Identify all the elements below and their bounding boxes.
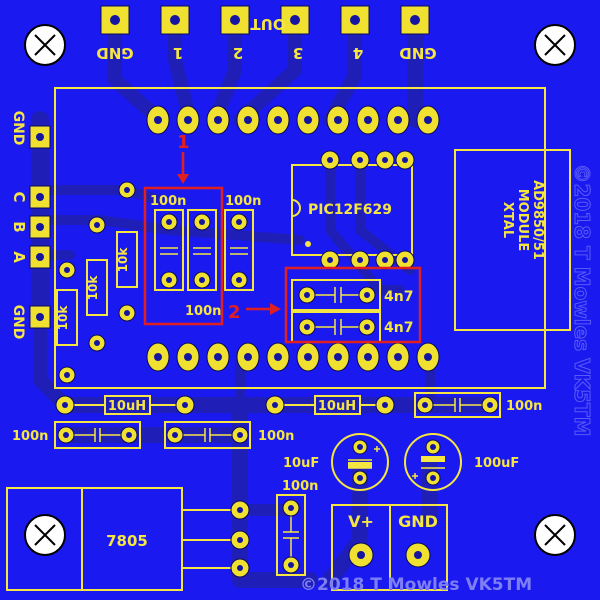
power-label-vplus: V+ [348,512,374,531]
cap-label-row-1: 100n [506,399,542,414]
electrolytic-caps: 10uF 100uF [283,433,519,491]
out-label: OUT [250,15,286,33]
module-label-1: AD9850/51 [530,180,545,260]
copyright-text: ©2018 T Mowles VK5TM [300,575,532,595]
resistors: 10k 10k 10k [56,181,138,384]
top-header [100,5,430,35]
left-label-gnd-top: GND [10,111,26,146]
module-pin-row-bottom [146,342,440,372]
electrolytic-label-1: 10uF [283,456,319,471]
module-label-2: MODULE [515,189,530,252]
header-label-3: 3 [293,44,303,62]
cap-label-bottom: 100n [282,479,318,494]
ic-label: PIC12F629 [308,202,392,218]
left-header: GND C B A GND [10,111,51,340]
bottom-cap: 100n [276,479,318,576]
resistor-label-1: 10k [56,305,70,331]
header-label-gnd-right: GND [399,44,436,62]
module-label-3: XTAL [500,202,515,238]
inductors: 10uH 10uH [55,395,395,415]
top-caps: 100n 100n 100n [150,194,261,319]
cap-label-top-1: 100n [150,194,186,209]
top-header-labels: OUT GND 1 2 3 4 GND [96,15,436,62]
left-label-gnd-bottom: GND [10,305,26,340]
4n7-caps: 4n7 4n7 [291,279,413,343]
inductor-label-1: 10uH [108,399,146,414]
ad9850-module: AD9850/51 MODULE XTAL [454,149,571,331]
resistor-label-3: 10k [116,247,130,273]
cap-label-4n7-2: 4n7 [384,320,413,336]
marker-1-label: 1 [177,132,190,153]
regulator-label: 7805 [106,532,148,550]
cap-label-top-2: 100n [185,304,221,319]
header-label-2: 2 [233,44,243,62]
inductor-label-2: 10uH [318,399,356,414]
regulator-7805: 7805 [6,487,250,591]
left-label-c: C [10,191,28,202]
cap-label-row-2: 100n [12,429,48,444]
left-label-b: B [10,221,28,232]
side-text: ©2018 T Mowles VK5TM [570,163,594,436]
resistor-label-2: 10k [86,275,100,301]
header-label-1: 1 [173,44,183,62]
mounting-holes [24,24,576,556]
module-outline [54,87,546,389]
module-pin-row-top [146,105,440,135]
row-caps: 100n 100n 100n [12,392,542,449]
left-label-a: A [10,251,28,263]
power-label-gnd: GND [398,512,438,531]
header-label-4: 4 [353,44,363,62]
annotation-marker-1: 1 [143,132,224,326]
annotation-marker-2: 2 [228,266,422,344]
header-label-gnd-left: GND [96,44,133,62]
marker-2-label: 2 [228,302,241,323]
cap-label-row-3: 100n [258,429,294,444]
cap-label-4n7-1: 4n7 [384,289,413,305]
pic-ic: PIC12F629 [291,150,415,270]
header-pad-3 [220,5,250,35]
electrolytic-label-2: 100uF [474,456,519,471]
header-pad-5 [340,5,370,35]
cap-label-top-3: 100n [225,194,261,209]
power-connector: V+ GND [331,504,448,591]
